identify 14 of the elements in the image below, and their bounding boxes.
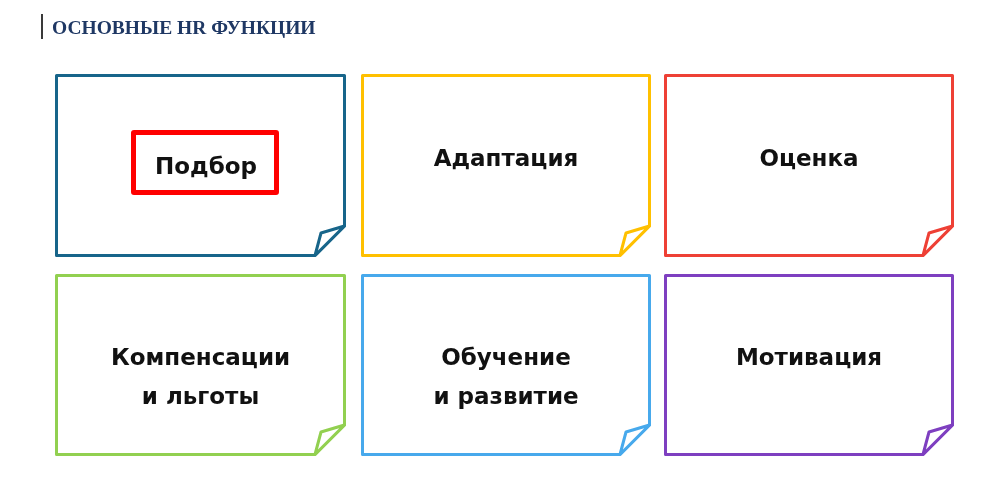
note-card — [361, 74, 651, 257]
card-title: Адаптация — [432, 144, 580, 173]
note-card — [361, 274, 651, 456]
card-title: Мотивация — [734, 343, 884, 372]
card-title: Обучение и развитие — [432, 343, 580, 411]
note-card — [664, 274, 954, 456]
page-title: ОСНОВНЫЕ HR ФУНКЦИИ — [52, 16, 316, 40]
card-title: Компенсации и льготы — [109, 343, 292, 411]
card-title: Оценка — [758, 144, 860, 173]
card-title: Подбор — [154, 152, 258, 181]
highlight-frame — [131, 130, 279, 195]
note-card — [55, 274, 346, 456]
note-card — [55, 74, 346, 257]
note-card — [664, 74, 954, 257]
